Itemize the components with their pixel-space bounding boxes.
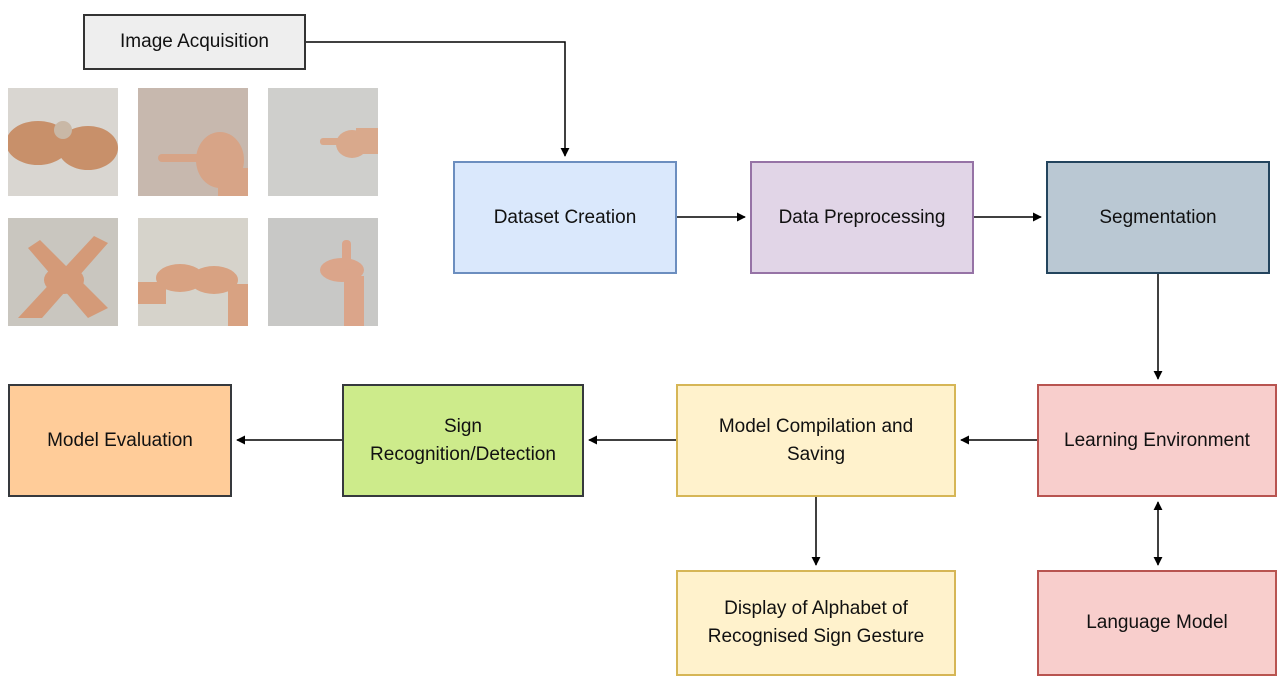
- node-label: Language Model: [1086, 612, 1228, 633]
- finger-gap: [54, 121, 72, 139]
- node-label: Display of Alphabet of Recognised Sign G…: [707, 598, 925, 647]
- image-acquisition-node: Image Acquisition: [83, 14, 306, 70]
- node-label: Model Evaluation: [47, 429, 193, 451]
- wrist-shape: [138, 282, 166, 304]
- hand-sign-photo-3: [268, 88, 378, 196]
- hand-sign-photo-5: [138, 218, 248, 326]
- node-label: Image Acquisition: [120, 31, 269, 52]
- display-alphabet-node: Display of Alphabet of Recognised Sign G…: [676, 570, 956, 676]
- hand-sign-photo-4: [8, 218, 118, 326]
- hand-sign-photo-6: [268, 218, 378, 326]
- wrist-shape: [344, 276, 364, 326]
- hand-shape: [44, 266, 84, 294]
- dataset-creation-node: Dataset Creation: [453, 161, 677, 274]
- arrow-acquisition-to-dataset: [306, 41, 570, 157]
- hand-shape: [190, 266, 238, 294]
- hand-sign-photo-2: [138, 88, 248, 196]
- node-label: Model Compilation and Saving: [718, 415, 914, 465]
- node-label: Segmentation: [1099, 206, 1217, 228]
- model-compilation-node: Model Compilation and Saving: [676, 384, 956, 497]
- wrist-shape: [218, 168, 248, 196]
- hand-sign-photo-1: [8, 88, 118, 196]
- node-label: Sign Recognition/Detection: [370, 415, 556, 465]
- pointing-finger: [158, 154, 208, 162]
- node-label: Learning Environment: [1064, 429, 1250, 451]
- language-model-node: Language Model: [1037, 570, 1277, 676]
- hand-shape: [58, 126, 118, 170]
- node-label: Data Preprocessing: [778, 206, 946, 228]
- sample-images-grid: [8, 88, 378, 328]
- wrist-shape: [228, 284, 248, 326]
- raised-finger: [342, 240, 351, 270]
- sign-recognition-node: Sign Recognition/Detection: [342, 384, 584, 497]
- model-evaluation-node: Model Evaluation: [8, 384, 232, 497]
- data-preprocessing-node: Data Preprocessing: [750, 161, 974, 274]
- wrist-shape: [356, 128, 378, 154]
- segmentation-node: Segmentation: [1046, 161, 1270, 274]
- node-label: Dataset Creation: [493, 206, 637, 228]
- learning-environment-node: Learning Environment: [1037, 384, 1277, 497]
